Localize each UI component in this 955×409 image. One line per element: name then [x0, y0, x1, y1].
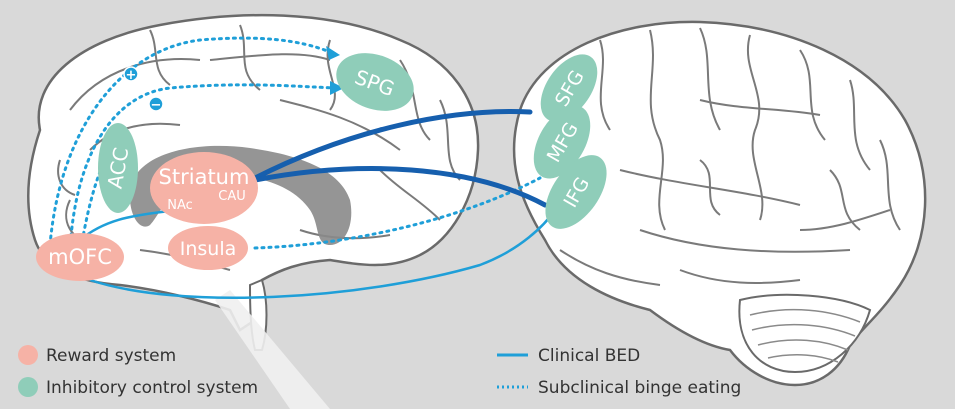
legend-inhibitory-label: Inhibitory control system	[46, 378, 258, 398]
minus-marker: −	[149, 97, 163, 113]
legend-reward-label: Reward system	[46, 346, 176, 366]
plus-marker: +	[124, 67, 138, 83]
minus-sign: −	[151, 98, 162, 113]
cau-label: CAU	[218, 189, 246, 204]
legend-inhibitory: Inhibitory control system	[18, 377, 258, 398]
region-acc: ACC	[98, 123, 138, 213]
region-striatum: Striatum NAc CAU	[150, 152, 258, 224]
insula-label: Insula	[180, 238, 237, 260]
region-insula: Insula	[168, 226, 248, 270]
legend-reward-swatch	[18, 345, 38, 365]
region-mofc: mOFC	[36, 233, 124, 281]
mofc-label: mOFC	[48, 245, 112, 269]
legend-clinical-label: Clinical BED	[538, 346, 640, 366]
nac-label: NAc	[167, 198, 193, 213]
plus-sign: +	[126, 68, 137, 83]
legend-inhibitory-swatch	[18, 377, 38, 397]
striatum-label: Striatum	[159, 165, 250, 189]
legend-subclinical-label: Subclinical binge eating	[538, 378, 741, 398]
